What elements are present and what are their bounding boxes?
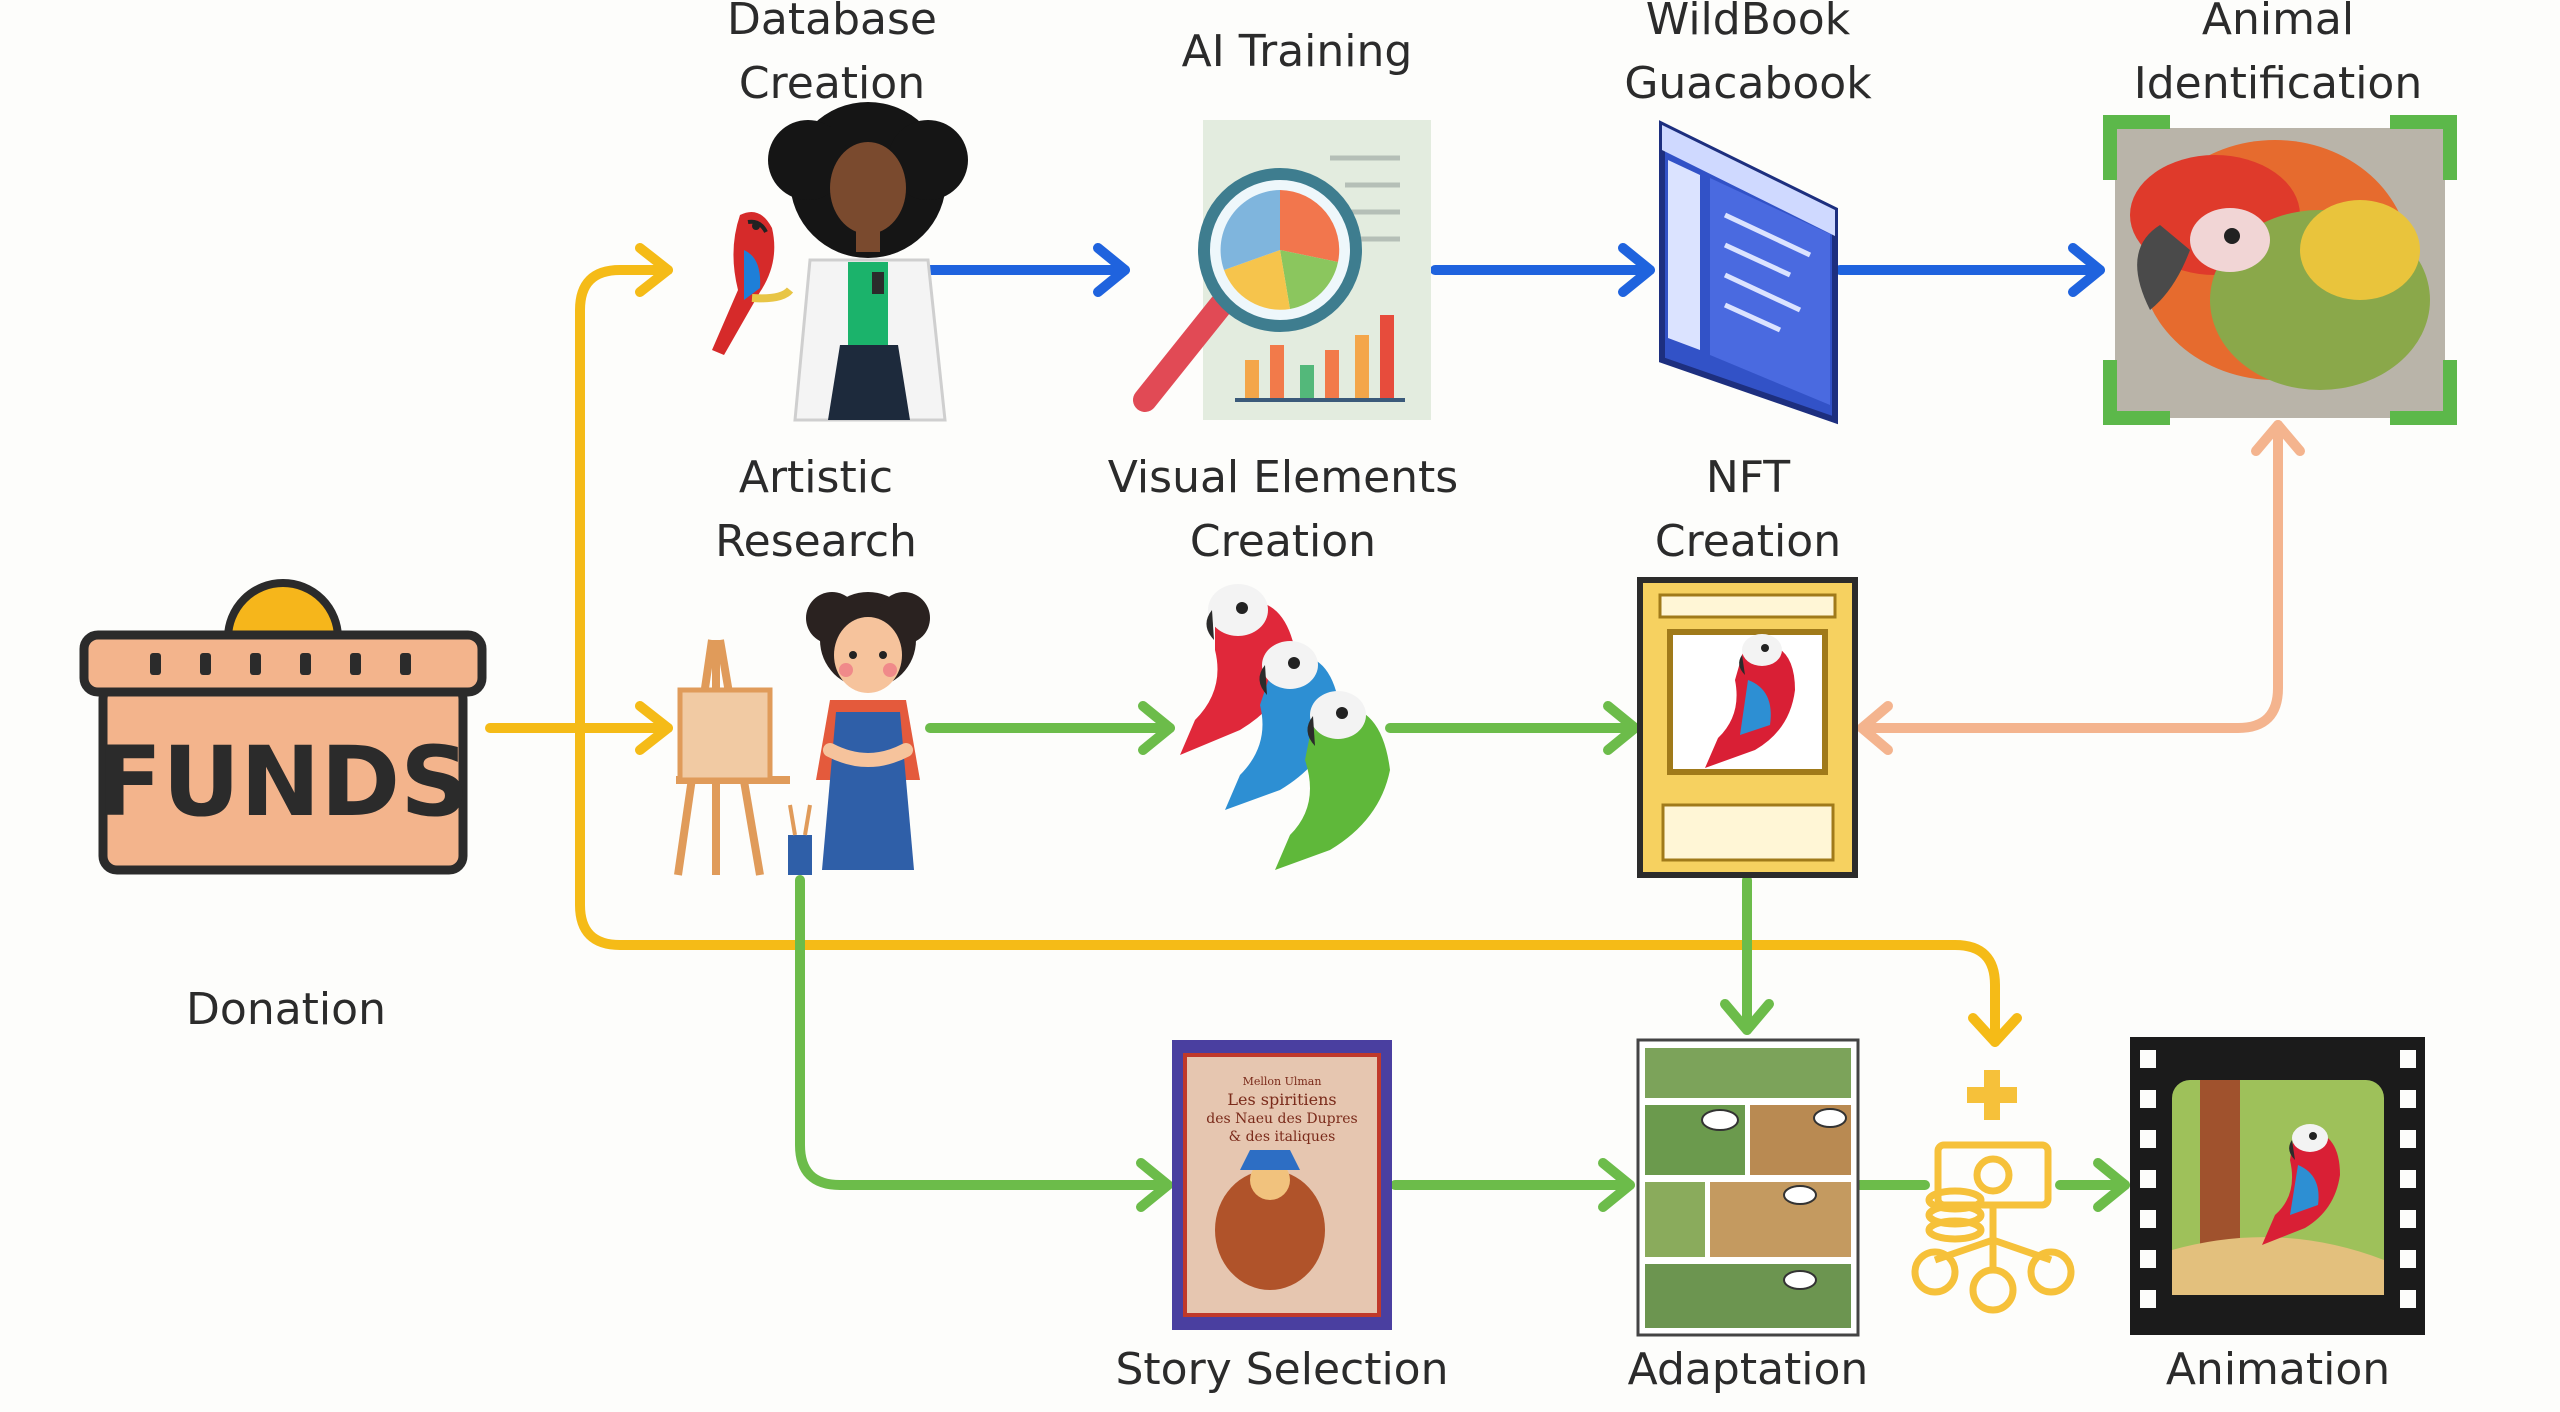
money-network-icon [1911, 1070, 2075, 1314]
label-donation-line-1: Donation [186, 984, 386, 1035]
arrow-artistic-to-visual-head [1138, 701, 1175, 755]
arrow-to-artistic-head [635, 701, 673, 755]
arrows [485, 243, 2305, 1212]
arrow-to-database-head [635, 243, 673, 297]
parrot-card-icon [1637, 577, 1858, 878]
arrow-ai-to-wildbook-head [1618, 243, 1655, 297]
label-visual: Visual Elements Creation [1108, 446, 1458, 574]
label-adaptation: Adaptation [1628, 1338, 1869, 1402]
arrow-to-database [555, 265, 673, 733]
arrow-revenue-to-animation-head [2093, 1158, 2130, 1212]
arrow-to-revenue [575, 723, 2000, 1047]
arrow-to-id-head [2251, 420, 2305, 456]
book-title-line-3: & des italiques [1229, 1129, 1336, 1145]
research-arrows [923, 243, 2105, 297]
label-ai-training-line-1: AI Training [1181, 26, 1413, 77]
parrot-photo-icon [2103, 115, 2457, 425]
label-visual-line-1: Visual Elements [1107, 452, 1459, 503]
comic-page-icon [1636, 1038, 1860, 1337]
label-database: Database Creation [727, 0, 937, 116]
magnifier-chart-icon [1133, 120, 1431, 420]
book-author: Mellon Ulman [1243, 1075, 1322, 1088]
label-animation: Animation [2166, 1338, 2390, 1402]
label-database-line-2: Creation [738, 58, 926, 109]
label-story-line-1: Story Selection [1115, 1344, 1449, 1395]
feedback-arrows [1857, 420, 2305, 755]
web-window-icon [1659, 120, 1838, 425]
arrow-nft-to-adaptation-head [1720, 999, 1774, 1035]
funding-arrows [485, 243, 2022, 1047]
arrow-to-revenue-head [1968, 1013, 2022, 1047]
arrow-artistic-to-story [795, 875, 1173, 1190]
label-nft-line-2: Creation [1654, 516, 1842, 567]
arrow-id-nft-link [1857, 420, 2283, 733]
arrow-wildbook-to-id-head [2068, 243, 2105, 297]
funds-badge-text: FUNDS [97, 726, 470, 838]
label-visual-line-2: Creation [1189, 516, 1377, 567]
arrow-story-to-adaptation-head [1598, 1158, 1635, 1212]
arrow-database-to-ai-head [1093, 243, 1130, 297]
label-nft-line-1: NFT [1705, 452, 1791, 503]
label-animal-id-line-2: Identification [2133, 58, 2423, 109]
label-artistic-line-2: Research [715, 516, 917, 567]
arrow-visual-to-nft-head [1603, 701, 1640, 755]
arrow-artistic-to-story-head [1136, 1158, 1173, 1212]
label-adaptation-line-1: Adaptation [1627, 1344, 1869, 1395]
label-animal-id-line-1: Animal [2201, 0, 2355, 45]
funds-box-icon: FUNDS [79, 579, 487, 875]
book-title-line-2: des Naeu des Dupres [1206, 1111, 1357, 1127]
scientist-with-parrot-icon [712, 102, 968, 422]
book-cover-icon: Mellon Ulman Les spiritiens des Naeu des… [1172, 1040, 1392, 1330]
label-database-line-1: Database [727, 0, 937, 45]
label-artistic: Artistic Research [715, 446, 917, 574]
label-wildbook-line-2: Guacabook [1624, 58, 1872, 109]
art-arrows [795, 701, 2130, 1212]
book-title-line-1: Les spiritiens [1227, 1090, 1336, 1109]
label-donation: Donation [186, 978, 386, 1042]
three-parrots-icon [1180, 584, 1390, 870]
label-ai-training: AI Training [1182, 20, 1413, 84]
label-story: Story Selection [1116, 1338, 1449, 1402]
label-wildbook: WildBook Guacabook [1624, 0, 1871, 116]
artist-with-easel-icon [674, 592, 930, 876]
label-wildbook-line-1: WildBook [1645, 0, 1851, 45]
label-animal-id: Animal Identification [2134, 0, 2423, 116]
arrow-to-nft-head [1857, 701, 1893, 755]
film-strip-icon [2130, 1037, 2425, 1335]
label-artistic-line-1: Artistic [738, 452, 894, 503]
label-animation-line-1: Animation [2165, 1344, 2391, 1395]
label-nft: NFT Creation [1655, 446, 1841, 574]
